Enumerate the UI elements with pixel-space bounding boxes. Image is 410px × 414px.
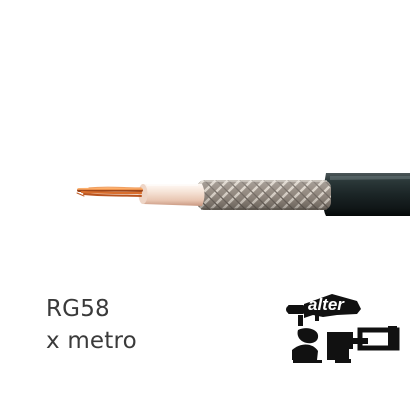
dielectric-insulation xyxy=(140,184,205,206)
logo-text: alter xyxy=(308,295,345,314)
projector-icon xyxy=(327,332,368,349)
product-model: RG58 xyxy=(46,296,110,322)
copper-conductor xyxy=(76,186,143,197)
cable-jacket xyxy=(323,173,410,216)
product-label: RG58 x metro xyxy=(46,293,137,357)
jacket-highlight xyxy=(330,176,410,180)
person-icon xyxy=(297,328,319,344)
product-unit: x metro xyxy=(46,328,137,354)
camera-icon xyxy=(304,294,361,318)
brand-logo: alter xyxy=(286,294,400,363)
